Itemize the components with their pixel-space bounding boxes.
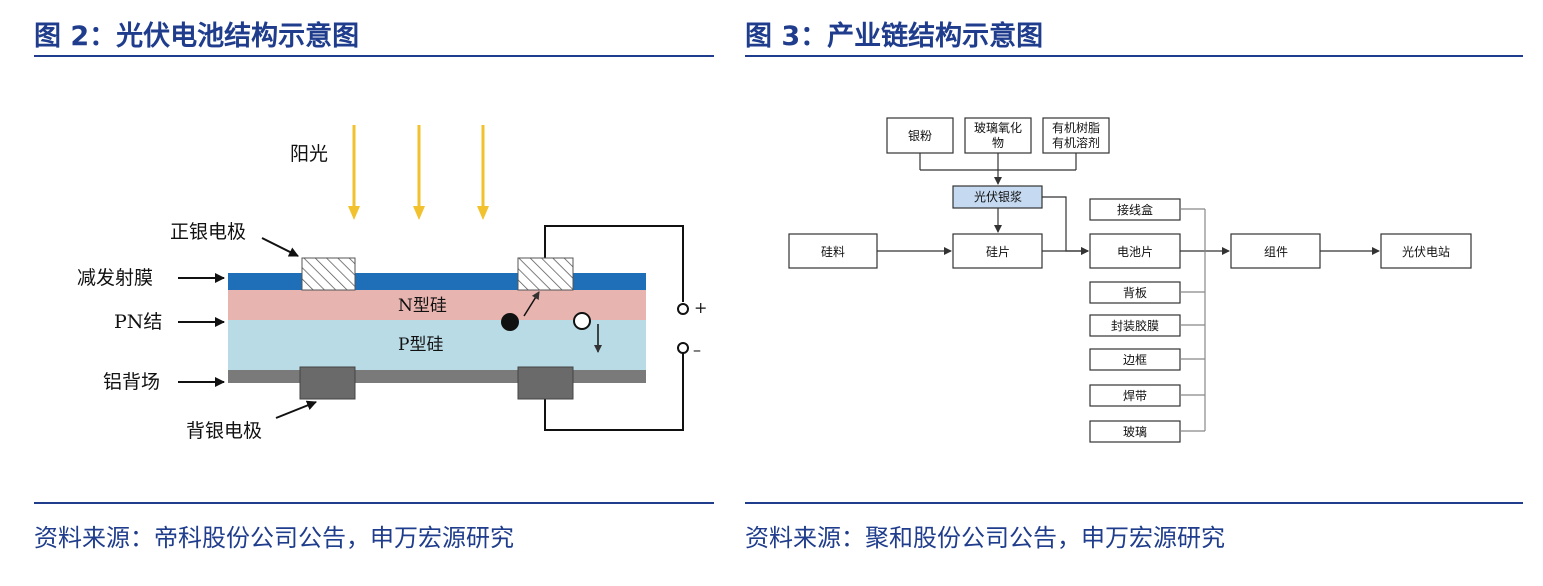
electron-arrow xyxy=(523,291,540,317)
negative-terminal xyxy=(677,342,689,354)
node-organic xyxy=(1042,117,1110,154)
front-silver-electrode xyxy=(517,257,574,291)
antireflection-label: 减发射膜 xyxy=(77,267,153,289)
label-junction-box: 接线盒 xyxy=(1117,202,1153,217)
back-silver-electrode xyxy=(517,366,574,400)
label-glass: 玻璃 xyxy=(1123,425,1147,439)
figure-2-source: 资料来源：帝科股份公司公告，申万宏源研究 xyxy=(34,524,514,552)
al-back-field-label: 铝背场 xyxy=(103,371,160,393)
sunlight-arrowhead xyxy=(477,206,489,220)
positive-terminal xyxy=(677,303,689,315)
back-electrode-label: 背银电极 xyxy=(186,420,262,442)
sunlight-label: 阳光 xyxy=(290,143,328,165)
electron-dot xyxy=(501,313,519,331)
figure-3-title: 图 3：产业链结构示意图 xyxy=(745,21,1044,52)
p-type-silicon-label: P型硅 xyxy=(398,335,443,355)
pn-junction-label: PN结 xyxy=(114,311,162,333)
label-module: 组件 xyxy=(1264,245,1288,259)
front-electrode-label: 正银电极 xyxy=(170,221,246,243)
plus-sign: + xyxy=(694,298,707,317)
label-wafer: 硅片 xyxy=(986,245,1010,259)
node-silicon-material xyxy=(788,233,878,269)
circuit-wire-bottom xyxy=(544,353,684,431)
figure-3-bottom-rule xyxy=(745,502,1523,504)
antireflection-layer xyxy=(228,273,646,290)
n-type-silicon-label: N型硅 xyxy=(398,296,447,316)
minus-sign: – xyxy=(693,340,701,359)
front-silver-electrode xyxy=(301,257,356,291)
label-power-station: 光伏电站 xyxy=(1402,245,1450,259)
node-module xyxy=(1230,233,1321,269)
flowchart-labels: 银粉 玻璃氧化 物 有机树脂 有机溶剂 光伏银浆 硅料 硅片 电池片 组件 光伏… xyxy=(821,120,1450,439)
label-ribbon: 焊带 xyxy=(1123,388,1147,403)
label-pv-silver-paste: 光伏银浆 xyxy=(974,189,1022,204)
label-glass-oxide-line1: 玻璃氧化 xyxy=(974,121,1022,135)
node-power-station xyxy=(1380,233,1472,269)
label-cell: 电池片 xyxy=(1117,245,1153,259)
figure-3-top-rule xyxy=(745,55,1523,57)
sunlight-arrowhead xyxy=(348,206,360,220)
sunlight-arrowhead xyxy=(413,206,425,220)
industry-chain-flowchart xyxy=(788,117,1472,443)
label-silicon-material: 硅料 xyxy=(821,245,845,259)
connector-arrow xyxy=(1042,196,1089,255)
solar-cell-diagram: 阳光 + – N型硅 P型硅 正银电极 减发射膜 PN结 铝背场 xyxy=(77,125,707,442)
p-type-silicon-layer xyxy=(228,320,646,370)
figure-3-source: 资料来源：聚和股份公司公告，申万宏源研究 xyxy=(745,524,1225,552)
node-wafer xyxy=(952,233,1043,269)
hole-circle xyxy=(573,312,591,330)
back-silver-electrode xyxy=(299,366,356,400)
label-glass-oxide-line2: 物 xyxy=(992,136,1004,150)
back-electrode-pointer xyxy=(275,400,317,419)
figure-2-bottom-rule xyxy=(34,502,714,504)
label-silver-powder: 银粉 xyxy=(908,129,932,143)
label-encapsulant: 封装胶膜 xyxy=(1111,318,1159,333)
figure-2-top-rule xyxy=(34,55,714,57)
figure-2-title: 图 2：光伏电池结构示意图 xyxy=(34,21,360,52)
label-frame: 边框 xyxy=(1123,353,1147,367)
label-organic-line1: 有机树脂 xyxy=(1052,120,1100,135)
label-backsheet: 背板 xyxy=(1123,286,1147,300)
label-organic-line2: 有机溶剂 xyxy=(1052,135,1100,150)
front-electrode-pointer xyxy=(261,237,299,257)
aluminum-back-field-layer xyxy=(228,370,646,383)
node-cell xyxy=(1089,233,1181,269)
circuit-wire-top xyxy=(544,225,684,302)
